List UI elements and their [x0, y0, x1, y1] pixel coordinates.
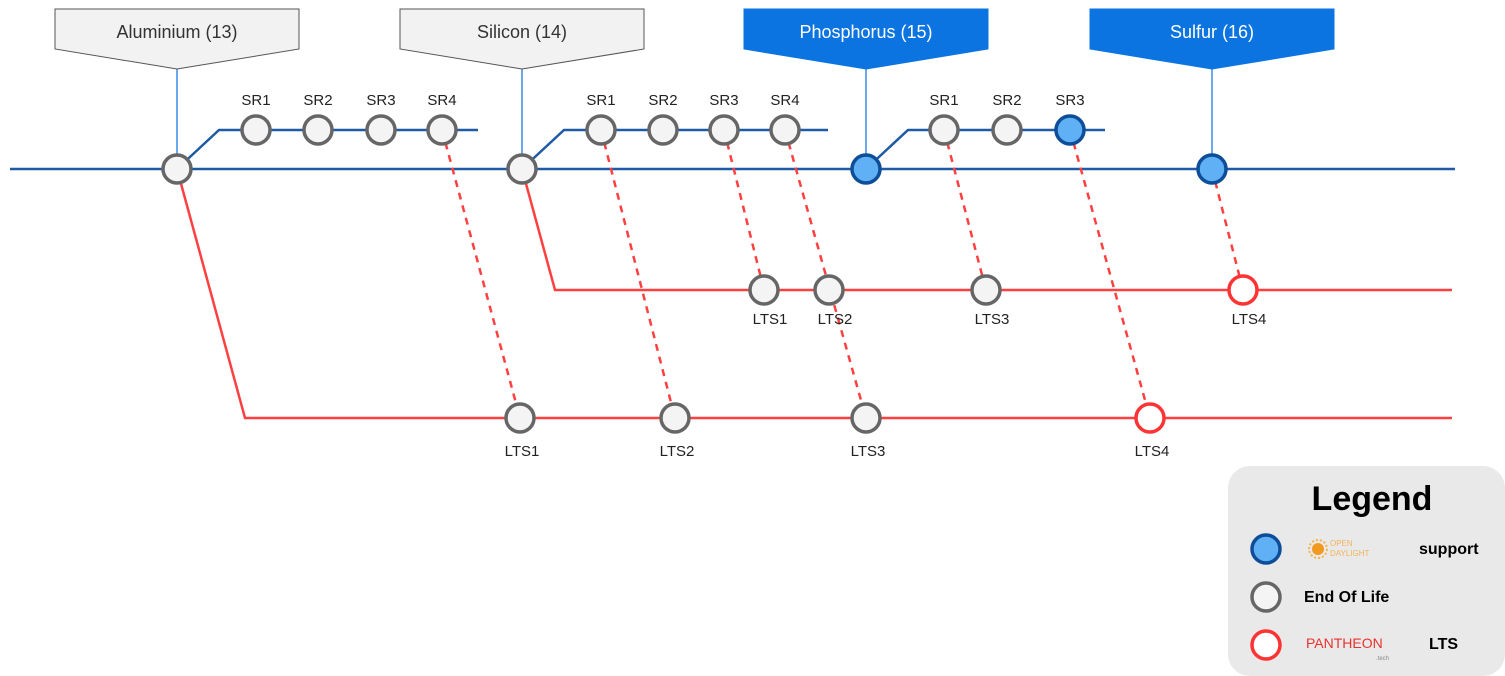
- backport-link-lower-lts2: [599, 129, 677, 419]
- release-label-sulfur: Sulfur (16): [1170, 22, 1254, 42]
- sr-node-phosphorus-1: [928, 114, 960, 146]
- release-banner-aluminium: [54, 8, 300, 70]
- opendaylight-logo: OPEN DAYLIGHT: [1308, 539, 1370, 559]
- legend-lts-node: [1250, 629, 1282, 661]
- release-banner-silicon: [399, 8, 645, 70]
- sr-label-aluminium-4: SR4: [427, 92, 456, 109]
- sr-label-silicon-4: SR4: [770, 92, 799, 109]
- release-banner-sulfur: [1089, 8, 1335, 70]
- legend-eol-node: [1250, 581, 1282, 613]
- lts-upper-label-3: LTS3: [975, 311, 1010, 328]
- backport-link-lower-lts3: [783, 129, 868, 419]
- pantheon-logo-sub: .tech: [1376, 656, 1389, 662]
- opendaylight-sun-icon: [1312, 543, 1324, 555]
- release-label-phosphorus: Phosphorus (15): [799, 22, 932, 42]
- sr-label-silicon-3: SR3: [709, 92, 738, 109]
- lts-upper-label-4: LTS4: [1232, 311, 1267, 328]
- opendaylight-sun-rays-icon: [1308, 539, 1328, 559]
- backport-link-upper-lts3: [942, 129, 988, 291]
- lts-lower-node-1: [504, 402, 536, 434]
- sr-node-phosphorus-2: [991, 114, 1023, 146]
- backport-link-lower-lts4: [1068, 129, 1152, 419]
- sr-node-silicon-1: [585, 114, 617, 146]
- sr-label-silicon-1: SR1: [586, 92, 615, 109]
- lts-lower-label-2: LTS2: [660, 443, 695, 460]
- lts-upper-node-2: [813, 274, 845, 306]
- backport-link-upper-lts4: [1210, 168, 1245, 291]
- lts-lower-node-2: [659, 402, 691, 434]
- lts-upper-branch: [520, 168, 1452, 292]
- sr-label-phosphorus-1: SR1: [929, 92, 958, 109]
- lts-upper-label-2: LTS2: [818, 311, 853, 328]
- legend-box: Legend OPEN DAYLIGHT support End Of Life…: [1228, 466, 1505, 676]
- lts-lower-node-4: [1134, 402, 1166, 434]
- pantheon-logo: PANTHEON .tech: [1306, 635, 1389, 662]
- sr-label-phosphorus-3: SR3: [1055, 92, 1084, 109]
- backport-link-upper-lts1: [722, 129, 766, 291]
- sr-node-aluminium-4: [426, 114, 458, 146]
- sr-label-phosphorus-2: SR2: [992, 92, 1021, 109]
- lts-lower-branch: [175, 168, 1452, 420]
- sr-branch-silicon: [521, 128, 828, 170]
- sr-label-aluminium-3: SR3: [366, 92, 395, 109]
- opendaylight-logo-line2: DAYLIGHT: [1330, 549, 1370, 558]
- pantheon-logo-text: PANTHEON: [1306, 635, 1383, 651]
- lts-lower-label-1: LTS1: [505, 443, 540, 460]
- sr-label-aluminium-1: SR1: [241, 92, 270, 109]
- sr-node-aluminium-1: [240, 114, 272, 146]
- sr-node-silicon-4: [769, 114, 801, 146]
- lts-lower-label-3: LTS3: [851, 443, 886, 460]
- legend-support-node: [1250, 533, 1282, 565]
- release-node-silicon: [506, 153, 538, 185]
- lts-lower-node-3: [850, 402, 882, 434]
- sr-node-silicon-3: [708, 114, 740, 146]
- release-node-phosphorus: [850, 153, 882, 185]
- sr-node-phosphorus-3: [1054, 114, 1086, 146]
- sr-label-aluminium-2: SR2: [303, 92, 332, 109]
- sr-node-aluminium-2: [302, 114, 334, 146]
- backport-link-lower-lts1: [440, 129, 522, 419]
- release-node-sulfur: [1196, 153, 1228, 185]
- release-label-aluminium: Aluminium (13): [116, 22, 237, 42]
- release-banner-phosphorus: [743, 8, 989, 70]
- sr-branch-phosphorus: [865, 128, 1105, 170]
- sr-node-aluminium-3: [365, 114, 397, 146]
- legend-background: [1228, 466, 1505, 676]
- lts-upper-label-1: LTS1: [753, 311, 788, 328]
- legend-eol-text: End Of Life: [1304, 589, 1389, 606]
- opendaylight-logo-line1: OPEN: [1330, 539, 1353, 548]
- release-node-aluminium: [161, 153, 193, 185]
- lts-upper-node-3: [970, 274, 1002, 306]
- legend-lts-text: LTS: [1429, 636, 1458, 653]
- sr-node-silicon-2: [647, 114, 679, 146]
- release-label-silicon: Silicon (14): [477, 22, 567, 42]
- sr-label-silicon-2: SR2: [648, 92, 677, 109]
- lts-lower-label-4: LTS4: [1135, 443, 1170, 460]
- legend-title: Legend: [1312, 480, 1433, 518]
- lts-upper-node-4: [1227, 274, 1259, 306]
- legend-support-text: support: [1419, 541, 1479, 558]
- lts-upper-node-1: [748, 274, 780, 306]
